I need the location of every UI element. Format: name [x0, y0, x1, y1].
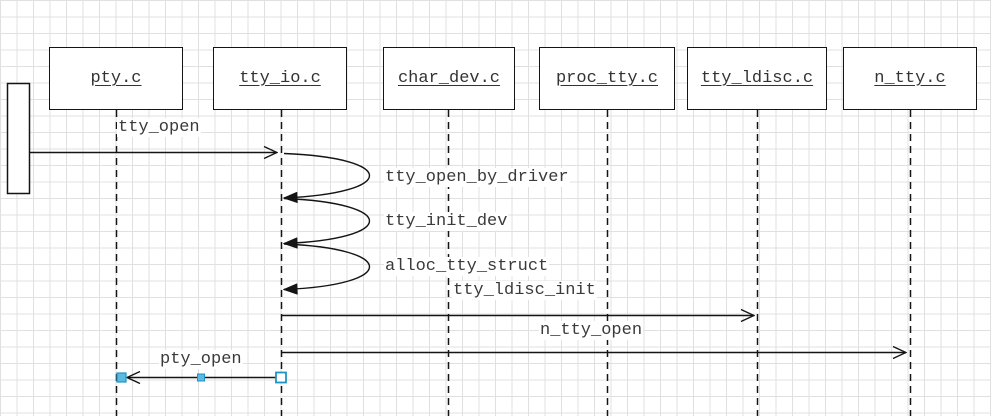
message-label-n-tty-open[interactable]: n_tty_open — [539, 321, 644, 340]
actor-box-pty-c[interactable]: pty.c — [49, 47, 183, 110]
actor-box-proc-tty-c[interactable]: proc_tty.c — [539, 47, 675, 110]
actor-label-n-tty-c: n_tty.c — [874, 69, 946, 88]
message-label-alloc-tty-struct[interactable]: alloc_tty_struct — [384, 257, 550, 276]
actor-label-proc-tty-c: proc_tty.c — [555, 69, 659, 88]
actor-box-tty-io-c[interactable]: tty_io.c — [213, 47, 347, 110]
message-label-pty-open[interactable]: pty_open — [159, 350, 243, 369]
actor-label-tty-io-c: tty_io.c — [239, 69, 321, 88]
message-label-tty-init-dev[interactable]: tty_init_dev — [384, 212, 509, 231]
self-message-arrow-tty-init-dev[interactable] — [284, 197, 370, 244]
selection-handle-midpoint[interactable] — [197, 373, 205, 382]
actor-box-char-dev-c[interactable]: char_dev.c — [383, 47, 515, 110]
actor-label-char-dev-c: char_dev.c — [397, 69, 501, 88]
actor-label-tty-ldisc-c: tty_ldisc.c — [700, 69, 814, 88]
selection-handle-endpoint[interactable] — [116, 372, 127, 383]
actor-label-pty-c: pty.c — [90, 69, 142, 88]
actor-box-tty-ldisc-c[interactable]: tty_ldisc.c — [687, 47, 827, 110]
message-label-tty-ldisc-init[interactable]: tty_ldisc_init — [452, 281, 597, 300]
selection-handle-startpoint[interactable] — [275, 371, 287, 384]
message-label-tty-open[interactable]: tty_open — [117, 118, 201, 137]
self-message-arrow-tty-open-by-driver[interactable] — [284, 152, 370, 199]
caller-activation-bar[interactable] — [6, 82, 31, 195]
self-message-arrow-alloc-tty-struct[interactable] — [284, 243, 370, 290]
actor-box-n-tty-c[interactable]: n_tty.c — [843, 47, 977, 110]
message-label-tty-open-by-driver[interactable]: tty_open_by_driver — [384, 168, 570, 187]
